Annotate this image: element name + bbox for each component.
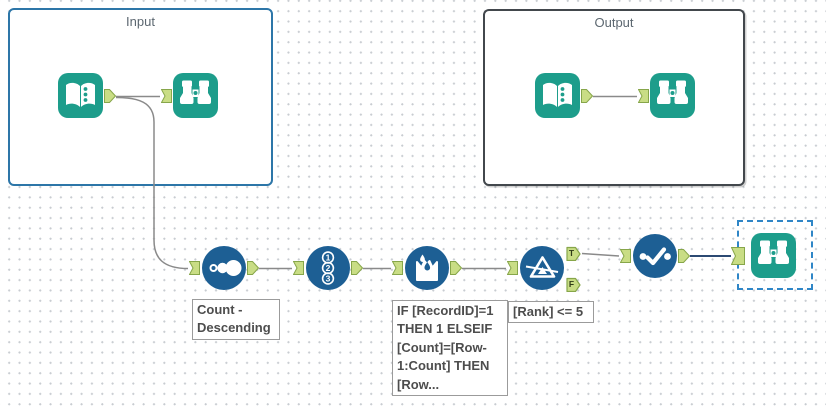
- output-anchor[interactable]: [104, 89, 117, 108]
- open-book-icon: [66, 82, 95, 107]
- input-data-tool[interactable]: [58, 73, 103, 118]
- true-anchor-label: T: [568, 248, 575, 258]
- output-anchor[interactable]: [351, 261, 364, 280]
- three-dots-ascending-icon: [209, 260, 242, 276]
- sort-tool[interactable]: [202, 246, 246, 290]
- filter-tool[interactable]: [520, 246, 564, 290]
- record-id-number-2: 2: [326, 263, 331, 273]
- output-anchor[interactable]: [678, 249, 691, 268]
- true-anchor[interactable]: T: [566, 246, 581, 266]
- connection-input-to-sort[interactable]: [115, 96, 189, 270]
- annotation-filter[interactable]: [Rank] <= 5: [508, 301, 594, 324]
- binoculars-icon: [180, 80, 211, 104]
- input-anchor[interactable]: [391, 261, 403, 280]
- record-id-tool[interactable]: 1 2 3: [306, 246, 350, 290]
- input-anchor[interactable]: [188, 261, 200, 280]
- false-anchor[interactable]: F: [566, 277, 581, 297]
- annotation-multi-row-formula[interactable]: IF [RecordID]=1 THEN 1 ELSEIF [Count]=[R…: [392, 300, 508, 396]
- binoculars-icon: [657, 80, 688, 104]
- record-id-number-3: 3: [326, 274, 331, 284]
- container-input-label: Input: [126, 14, 155, 29]
- annotation-sort[interactable]: Count - Descending: [192, 299, 280, 340]
- output-anchor[interactable]: [247, 261, 260, 280]
- false-anchor-label: F: [568, 279, 575, 289]
- browse-tool[interactable]: [751, 233, 796, 278]
- browse-tool[interactable]: [650, 73, 695, 118]
- browse-tool[interactable]: [173, 73, 218, 118]
- binoculars-icon: [758, 240, 789, 264]
- tool-container-output[interactable]: Output: [483, 9, 745, 186]
- connection-filter-true-to-select[interactable]: [581, 252, 620, 257]
- input-data-tool[interactable]: [535, 73, 580, 118]
- checkmark-icon: [639, 247, 671, 266]
- output-anchor[interactable]: [450, 261, 463, 280]
- input-anchor[interactable]: [619, 249, 631, 268]
- input-anchor[interactable]: [160, 89, 172, 108]
- multi-row-formula-tool[interactable]: [405, 246, 449, 290]
- bucket-droplets-icon: [416, 254, 438, 281]
- output-anchor[interactable]: [581, 89, 594, 108]
- record-id-number-1: 1: [326, 253, 331, 263]
- open-book-icon: [543, 82, 572, 107]
- input-anchor[interactable]: [506, 261, 518, 280]
- container-output-label: Output: [594, 15, 634, 30]
- funnel-icon: [525, 256, 559, 278]
- input-anchor[interactable]: [730, 247, 745, 270]
- input-anchor[interactable]: [292, 261, 304, 280]
- numbered-123-icon: 1 2 3: [321, 251, 335, 285]
- select-tool[interactable]: [633, 234, 677, 278]
- input-anchor[interactable]: [637, 89, 649, 108]
